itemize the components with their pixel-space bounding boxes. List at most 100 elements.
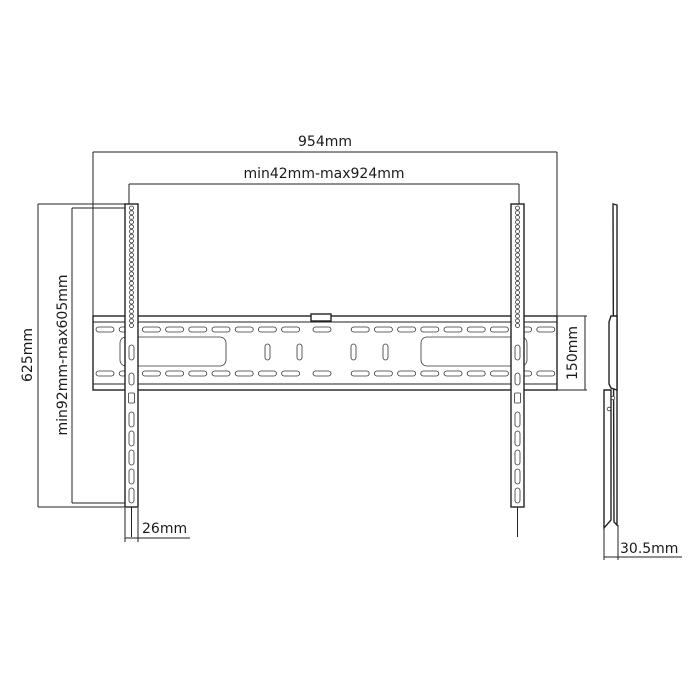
plate-slot [397, 370, 417, 377]
plate-slot [257, 326, 277, 333]
plate-slot [165, 370, 185, 377]
plate-slot [536, 326, 556, 333]
bracket-slot [128, 487, 135, 504]
bracket-hole [129, 261, 134, 267]
bracket-slot [128, 430, 135, 447]
bracket-hole [515, 276, 520, 281]
bracket-hole [515, 323, 520, 328]
dimension-vertical-range: min92mm-max605mm [55, 207, 125, 504]
bracket-hole [129, 219, 134, 225]
bracket-hole [515, 285, 520, 291]
bracket-hole [515, 252, 520, 258]
bracket-hole [515, 210, 520, 216]
bracket-hole [515, 257, 520, 263]
bracket-slot [128, 468, 135, 485]
bracket-hole [129, 257, 134, 263]
plate-slot [443, 370, 463, 377]
center-lock-tab [310, 313, 332, 322]
bracket-hole [129, 243, 134, 249]
bracket-hole [129, 238, 134, 244]
bracket-hole [515, 233, 520, 239]
plate-slot [536, 370, 556, 377]
plate-slot [257, 370, 277, 377]
right-cutout [420, 336, 528, 367]
plate-slot [95, 326, 115, 333]
bracket-slot [514, 411, 521, 428]
bracket-hole [129, 271, 134, 277]
bracket-hole [515, 205, 520, 211]
bracket-hole [515, 318, 520, 324]
bracket-slot [514, 344, 521, 361]
plate-slot [211, 370, 231, 377]
bracket-slot [128, 372, 135, 386]
side-view: 30.5mm [603, 203, 682, 560]
bracket-lock [514, 392, 521, 404]
bracket-hole [129, 266, 134, 272]
bracket-hole [515, 266, 520, 272]
depth-label: 30.5mm [620, 541, 678, 557]
plate-slot [234, 326, 254, 333]
bracket-hole [515, 271, 520, 277]
vertical-range-label: min92mm-max605mm [55, 274, 71, 435]
plate-vertical-slot [382, 343, 389, 361]
plate-slot [373, 370, 393, 377]
bracket-hole [515, 224, 520, 230]
bracket-hole [129, 205, 134, 211]
plate-slot [281, 326, 301, 333]
plate-vertical-slot [264, 343, 271, 361]
bracket-hole [515, 229, 520, 234]
plate-slot [350, 370, 370, 377]
plate-vertical-slot [350, 343, 357, 361]
overall-width-label: 954mm [298, 134, 352, 150]
plate-slot [489, 370, 509, 377]
plate-slot [211, 326, 231, 333]
bracket-hole [515, 243, 520, 249]
bracket-slot [514, 487, 521, 504]
plate-slot [234, 370, 254, 377]
bracket-hole [129, 247, 134, 253]
bracket-slot [514, 372, 521, 386]
bracket-hole [515, 214, 520, 220]
bracket-hole [515, 261, 520, 267]
plate-slot [420, 326, 440, 333]
bracket-slot [128, 344, 135, 361]
plate-slot [489, 326, 509, 333]
bracket-hole [129, 252, 134, 258]
plate-slot [466, 370, 486, 377]
bracket-slot [128, 449, 135, 466]
plate-slot [373, 326, 393, 333]
plate-vertical-slot [296, 343, 303, 361]
bracket-hole [129, 285, 134, 291]
bracket-hole [515, 219, 520, 225]
plate-slot [281, 370, 301, 377]
bracket-slot [514, 449, 521, 466]
bracket-hole [129, 276, 134, 281]
bracket-hole [129, 318, 134, 324]
bracket-width-label: 26mm [142, 521, 187, 537]
plate-slot [312, 370, 332, 377]
bracket-hole [129, 229, 134, 234]
bracket-slot [128, 411, 135, 428]
bracket-hole [129, 280, 134, 286]
dimension-overall-width: 954mm [92, 134, 558, 316]
bracket-hole [129, 210, 134, 216]
plate-slot [188, 370, 208, 377]
bracket-hole [129, 304, 134, 310]
left-cutout [119, 336, 227, 367]
bracket-hole [129, 290, 134, 296]
bracket-hole [515, 290, 520, 296]
dimension-bracket-width: 26mm [124, 508, 190, 542]
bracket-hole [515, 308, 520, 314]
dimension-plate-height: 150mm [557, 315, 587, 391]
bracket-hole [129, 294, 134, 300]
bracket-spacing-label: min42mm-max924mm [243, 166, 404, 182]
bracket-hole [515, 304, 520, 310]
plate-slot [95, 370, 115, 377]
plate-slot [165, 326, 185, 333]
bracket-hole [129, 299, 134, 305]
bracket-hole [129, 224, 134, 230]
plate-slot [397, 326, 417, 333]
bracket-hole [129, 313, 134, 319]
